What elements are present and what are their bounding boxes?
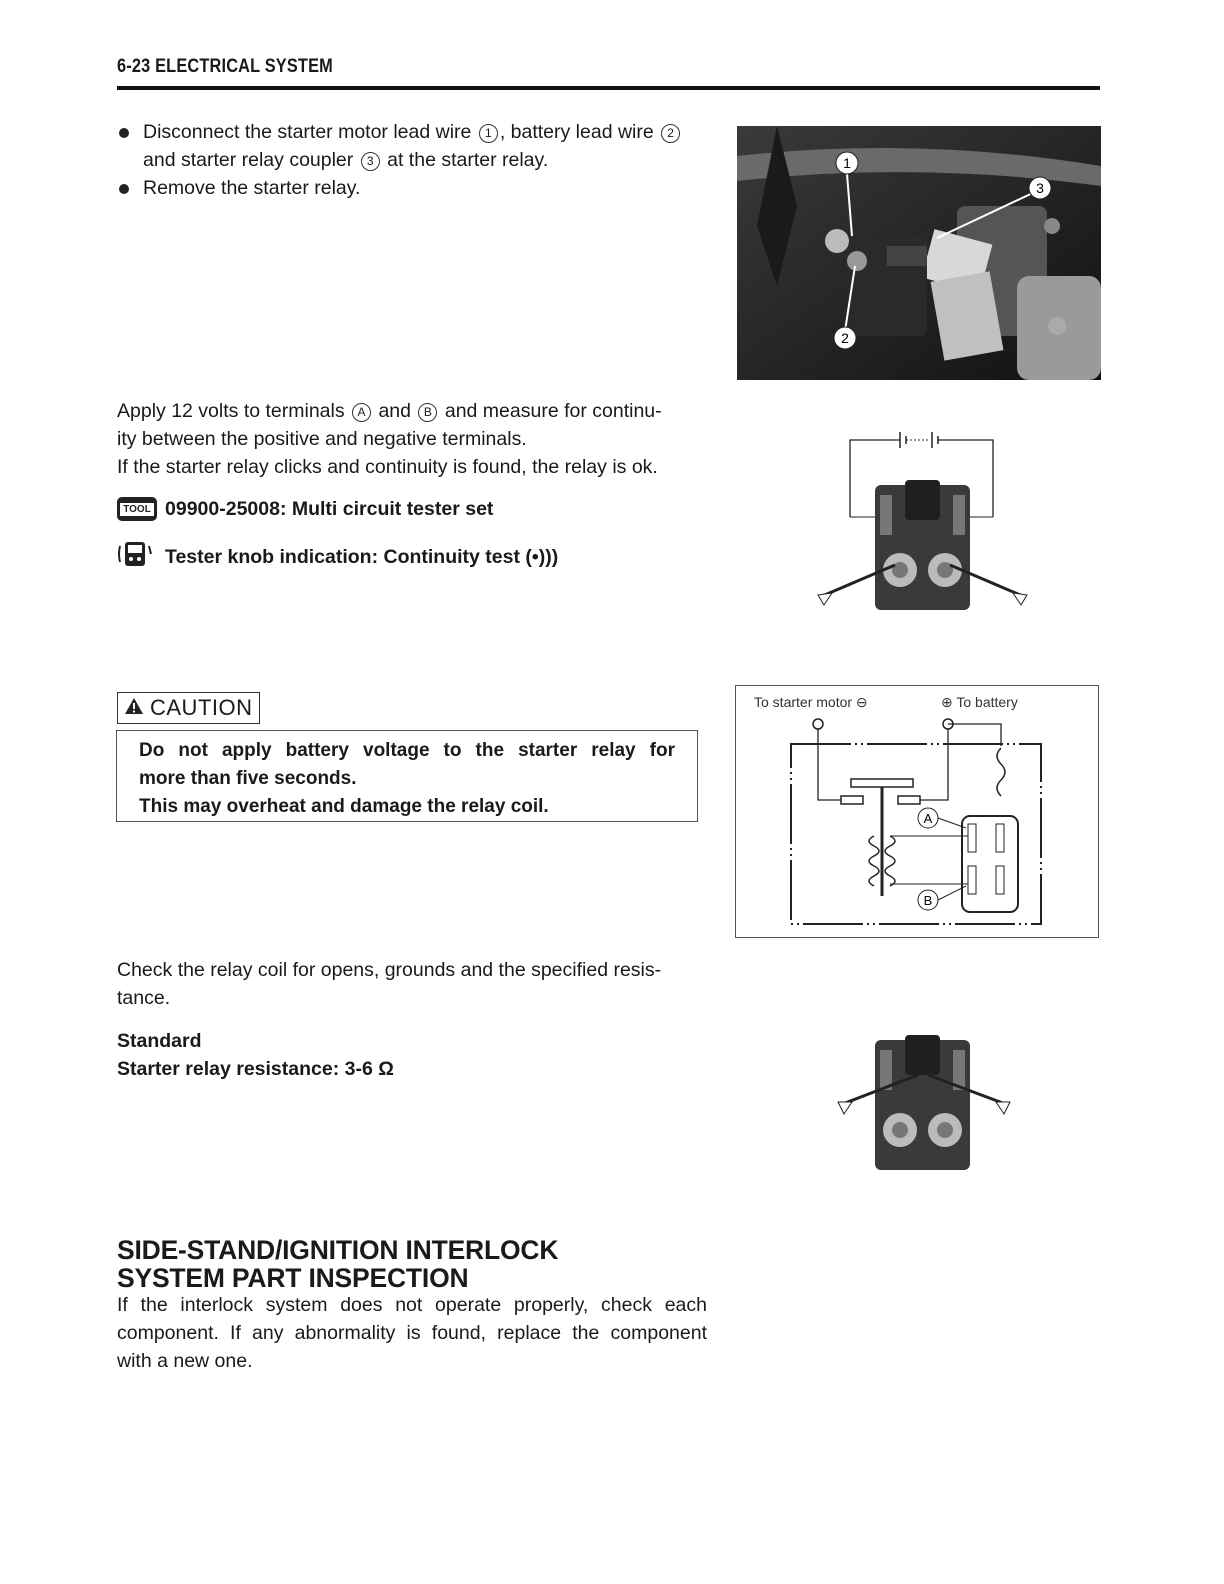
section-body: If the interlock system does not operate…	[117, 1294, 707, 1372]
caution-box: Do not apply battery voltage to the star…	[116, 730, 698, 822]
terminal-b-callout: B	[917, 885, 967, 911]
svg-text:3: 3	[1036, 180, 1044, 196]
step-check-coil: Check the relay coil for opens, grounds …	[117, 959, 662, 1009]
svg-text:B: B	[924, 893, 933, 908]
relay-circuit-diagram: To starter motor ⊖ ⊕ To battery A B	[735, 685, 1099, 938]
warning-triangle-icon	[124, 695, 144, 721]
terminal-a-callout: A	[917, 807, 967, 829]
standard-value: Starter relay resistance: 3-6 Ω	[117, 1058, 394, 1080]
standard-spec: Standard Starter relay resistance: 3-6 Ω	[117, 1027, 394, 1083]
bullet-item: Disconnect the starter motor lead wire 1…	[117, 118, 717, 174]
label-to-battery: ⊕ To battery	[941, 694, 1018, 710]
label-to-starter-motor: To starter motor ⊖	[754, 694, 868, 710]
terminal-a-label: A	[352, 402, 372, 422]
svg-text:1: 1	[843, 155, 851, 171]
caution-label: CAUTION	[117, 692, 260, 724]
bullet-dot-icon	[119, 128, 129, 138]
svg-text:A: A	[924, 811, 933, 826]
callout-2: 2	[661, 123, 681, 143]
photo-callout-2: 2	[833, 326, 857, 350]
coil-resistance-figure	[830, 1030, 1020, 1175]
tool-text: 09900-25008: Multi circuit tester set	[165, 497, 494, 520]
standard-label: Standard	[117, 1030, 202, 1052]
svg-text:2: 2	[841, 330, 849, 346]
continuity-test-figure	[810, 425, 1035, 615]
terminal-b-label: B	[418, 402, 438, 422]
header-text: 6-23 ELECTRICAL SYSTEM	[117, 56, 333, 77]
photo-callout-1: 1	[835, 151, 859, 175]
tester-line: Tester knob indication: Continuity test …	[117, 540, 558, 574]
tool-icon: TOOL	[117, 497, 157, 521]
bullet-dot-icon	[119, 184, 129, 194]
step-apply-voltage: Apply 12 volts to terminals A and B and …	[117, 400, 662, 478]
tool-line: TOOL 09900-25008: Multi circuit tester s…	[117, 497, 493, 521]
callout-1: 1	[478, 123, 498, 143]
bullet-item: Remove the starter relay.	[117, 174, 717, 202]
step-disconnect: Disconnect the starter motor lead wire 1…	[117, 118, 717, 202]
photo-callout-3: 3	[1028, 176, 1052, 200]
section-title: SIDE-STAND/IGNITION INTERLOCK SYSTEM PAR…	[117, 1235, 559, 1293]
tester-text: Tester knob indication: Continuity test …	[165, 545, 559, 568]
starter-relay-photo: 1 3 2	[737, 126, 1101, 380]
callout-3: 3	[360, 151, 380, 171]
multimeter-icon	[117, 540, 157, 574]
page-header: 6-23 ELECTRICAL SYSTEM	[117, 56, 1100, 90]
